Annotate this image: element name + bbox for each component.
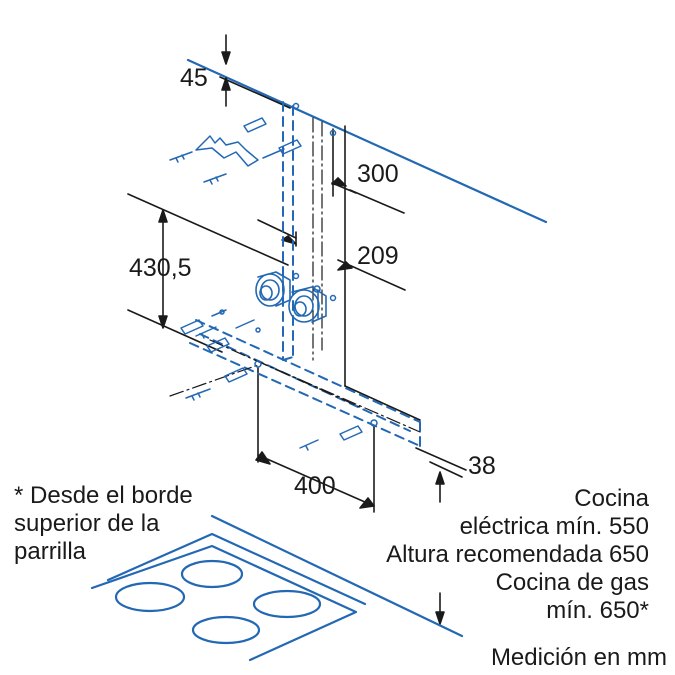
footnote-line-3: parrilla [14, 538, 87, 565]
dim-300-lines [331, 128, 405, 214]
burner-back-left [180, 559, 244, 589]
wall-lines [344, 125, 421, 421]
duct-outline-dashed [189, 101, 421, 447]
dim-400-label: 400 [294, 472, 336, 500]
footnote-line-1: * Desde el borde [14, 482, 193, 509]
duct-connector-right [288, 285, 327, 323]
footnote-text: * Desde el borde superior de la parrilla [14, 482, 193, 566]
dim-300-label: 300 [357, 160, 399, 188]
cooktop-note-line-2: eléctrica mín. 550 [459, 513, 649, 540]
cooktop-note-line-3: Altura recomendada 650 [386, 541, 649, 568]
cooktop-note-line-5: mín. 650* [546, 597, 649, 624]
ceiling-line [186, 58, 548, 224]
duct-connector-left [255, 271, 291, 307]
cooktop-note-line-4: Cocina de gas [495, 569, 649, 596]
cooktop-note: Cocina eléctrica mín. 550 Altura recomen… [386, 485, 649, 625]
cooktop [90, 514, 464, 662]
dim-209-label: 209 [357, 242, 399, 270]
cooktop-height-arrow [435, 592, 445, 625]
dim-38-lines [415, 447, 467, 503]
burner-back-right [252, 589, 322, 619]
dim-400-lines [255, 367, 375, 513]
dim-38-label: 38 [468, 452, 496, 480]
dim-45-arrows [219, 34, 291, 109]
dim-45-label: 45 [180, 64, 208, 92]
cooktop-note-line-1: Cocina [574, 485, 649, 512]
screws-dowels [169, 102, 378, 451]
wall-bracket [195, 135, 259, 167]
units-label: Medición en mm [490, 644, 667, 671]
dim-430-label: 430,5 [129, 254, 192, 282]
center-lines [169, 117, 421, 433]
footnote-line-2: superior de la [14, 510, 160, 537]
dim-430-lines [127, 193, 289, 353]
burner-front-left [114, 581, 186, 613]
burner-front-right [191, 615, 261, 645]
